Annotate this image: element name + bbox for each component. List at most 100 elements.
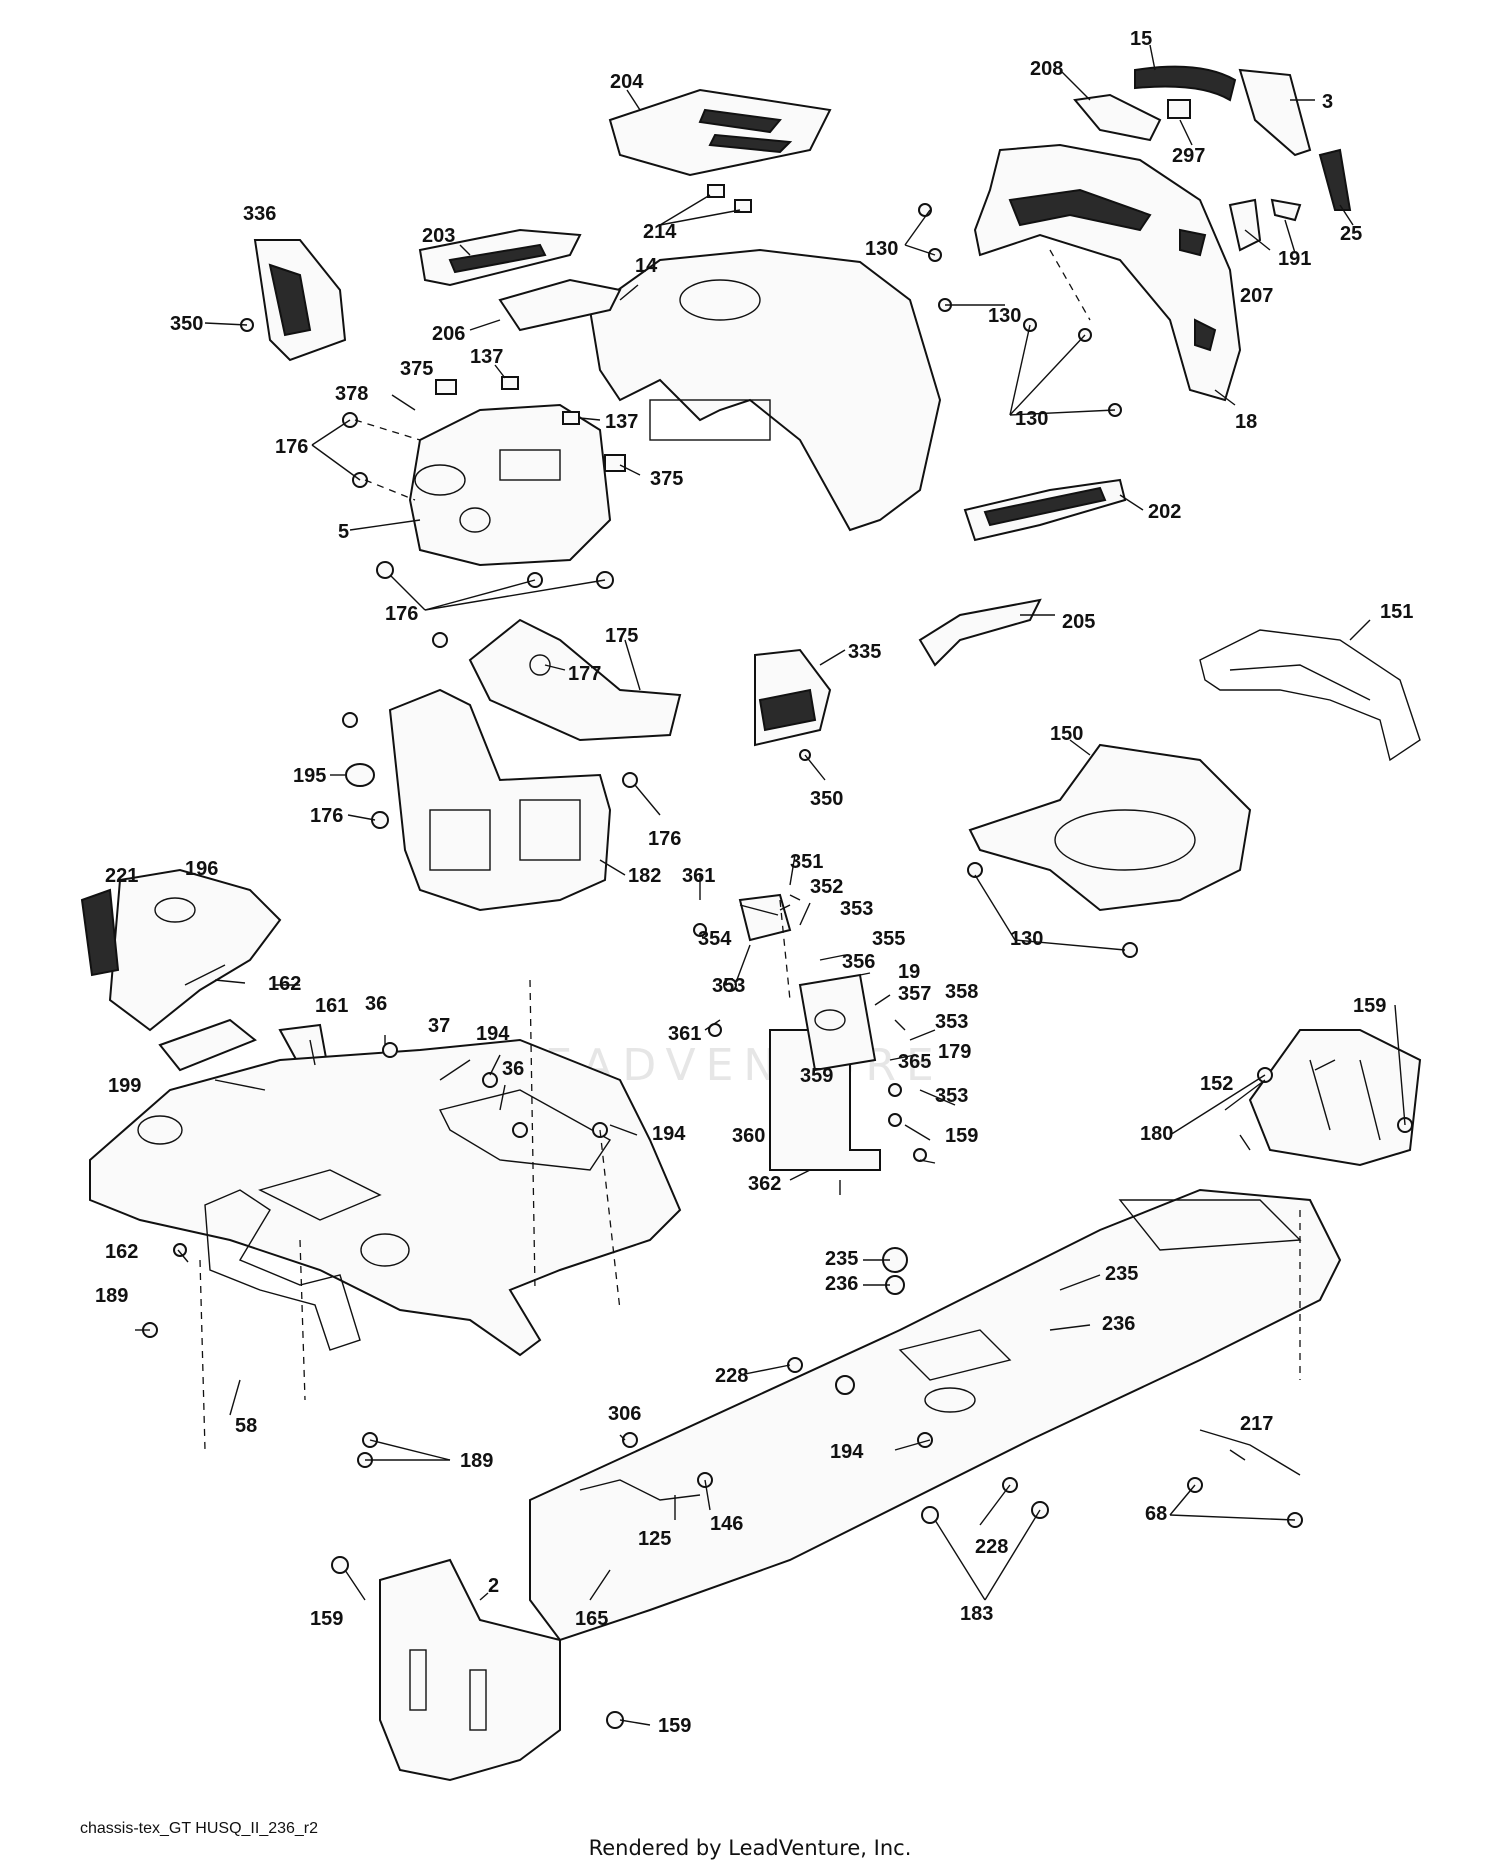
callout-228b: 228 — [975, 1536, 1008, 1558]
callout-130: 130 — [865, 238, 898, 260]
callout-150: 150 — [1050, 723, 1083, 745]
diagram-id: chassis-tex_GT HUSQ_II_236_r2 — [80, 1820, 319, 1837]
callout-361b: 361 — [668, 1023, 701, 1045]
callout-36b: 36 — [502, 1058, 524, 1080]
callout-189b: 189 — [460, 1450, 493, 1472]
callout-18: 18 — [1235, 411, 1257, 433]
callout-221: 221 — [105, 865, 138, 887]
part-205-trim — [918, 598, 1042, 667]
callout-353d: 353 — [935, 1085, 968, 1107]
callout-351: 351 — [790, 851, 823, 873]
callout-361: 361 — [682, 865, 715, 887]
part-37-rear-fender — [89, 1038, 682, 1357]
part-191-clip — [1270, 198, 1302, 222]
callout-199: 199 — [108, 1075, 141, 1097]
callout-196: 196 — [185, 858, 218, 880]
callout-235: 235 — [825, 1248, 858, 1270]
callout-159b: 159 — [945, 1125, 978, 1147]
callout-350b: 350 — [810, 788, 843, 810]
callout-176c: 176 — [310, 805, 343, 827]
callout-235b: 235 — [1105, 1263, 1138, 1285]
callout-177: 177 — [568, 663, 601, 685]
callout-2: 2 — [488, 1575, 499, 1597]
callout-194: 194 — [476, 1023, 510, 1045]
callout-159d: 159 — [658, 1715, 691, 1737]
callout-182: 182 — [628, 865, 661, 887]
callout-362: 362 — [748, 1173, 781, 1195]
leader-lines — [135, 44, 1406, 1726]
callout-191: 191 — [1278, 248, 1311, 270]
alignment-lines — [199, 249, 1301, 1451]
callout-152: 152 — [1200, 1073, 1233, 1095]
callout-5: 5 — [338, 521, 349, 543]
callout-162: 162 — [268, 973, 301, 995]
callout-214: 214 — [643, 221, 677, 243]
callout-146: 146 — [710, 1513, 743, 1535]
part-14-dash-panel — [588, 248, 942, 532]
part-15-strip — [1134, 65, 1237, 102]
callout-375b: 375 — [650, 468, 683, 490]
callout-205: 205 — [1062, 611, 1095, 633]
part-150-shield — [968, 743, 1252, 912]
callout-357: 357 — [898, 983, 931, 1005]
callout-355: 355 — [872, 928, 905, 950]
part-152-seat-support — [1248, 1029, 1422, 1167]
callout-228: 228 — [715, 1365, 748, 1387]
callout-68: 68 — [1145, 1503, 1167, 1525]
callout-130b: 130 — [988, 305, 1021, 327]
callout-350: 350 — [170, 313, 203, 335]
part-202-grille — [963, 478, 1127, 542]
part-204-hood-top — [608, 88, 832, 177]
callout-36: 36 — [365, 993, 387, 1015]
part-199-plate — [158, 1018, 257, 1072]
part-151-bracket — [1199, 629, 1421, 762]
callout-159: 159 — [1353, 995, 1386, 1017]
callout-130c: 130 — [1015, 408, 1048, 430]
callout-labels: 15 208 204 3 297 25 336 203 214 130 191 … — [95, 28, 1413, 1737]
callout-58: 58 — [235, 1415, 257, 1437]
callout-208: 208 — [1030, 58, 1063, 80]
callout-25: 25 — [1340, 223, 1362, 245]
render-credit: Rendered by LeadVenture, Inc. — [588, 1836, 912, 1860]
callout-176b: 176 — [385, 603, 418, 625]
callout-180: 180 — [1140, 1123, 1173, 1145]
part-208-bracket — [1073, 93, 1162, 142]
callout-15: 15 — [1130, 28, 1152, 50]
callout-236b: 236 — [1102, 1313, 1135, 1335]
callout-202: 202 — [1148, 501, 1181, 523]
callout-204: 204 — [610, 71, 644, 93]
callout-159c: 159 — [310, 1608, 343, 1630]
callout-217: 217 — [1240, 1413, 1273, 1435]
callout-375: 375 — [400, 358, 433, 380]
part-221-decal — [80, 888, 120, 977]
callout-176: 176 — [275, 436, 308, 458]
part-207-light — [1228, 198, 1262, 252]
part-18-front-bumper — [973, 143, 1242, 402]
callout-19: 19 — [898, 961, 920, 983]
part-354-bracket — [738, 893, 792, 942]
callout-162b: 162 — [105, 1241, 138, 1263]
callout-137b: 137 — [605, 411, 638, 433]
callout-360: 360 — [732, 1125, 765, 1147]
callout-194b: 194 — [652, 1123, 686, 1145]
callout-14: 14 — [635, 255, 658, 277]
part-375-cap — [435, 379, 626, 472]
part-137-clip — [501, 376, 580, 425]
callout-354: 354 — [698, 928, 732, 950]
callout-207: 207 — [1240, 285, 1273, 307]
callout-179: 179 — [938, 1041, 971, 1063]
part-175-plate — [468, 618, 682, 742]
callout-378: 378 — [335, 383, 368, 405]
part-359-motor — [798, 973, 877, 1072]
part-336-side-panel — [253, 239, 347, 362]
callout-165: 165 — [575, 1608, 608, 1630]
part-297-clip — [1167, 99, 1191, 119]
callout-356: 356 — [842, 951, 875, 973]
callout-297: 297 — [1172, 145, 1205, 167]
fastener-bolts — [142, 203, 1413, 1729]
part-180-main-frame — [529, 1188, 1342, 1642]
callout-137: 137 — [470, 346, 503, 368]
callout-176d: 176 — [648, 828, 681, 850]
callout-365: 365 — [898, 1051, 931, 1073]
